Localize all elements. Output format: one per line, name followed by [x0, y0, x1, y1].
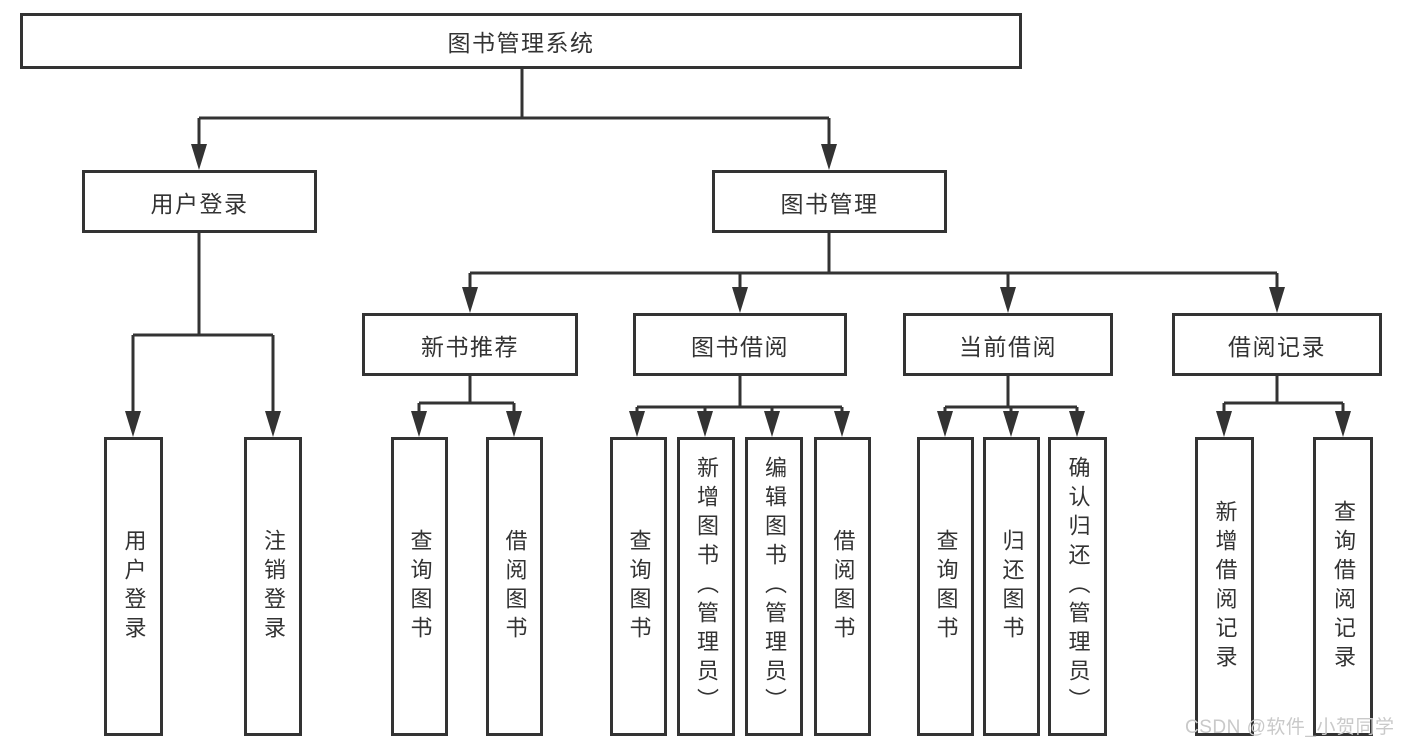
leaf-borrow-borrow-books: 借阅图书: [814, 437, 871, 736]
node-current-borrowing: 当前借阅: [903, 313, 1113, 376]
leaf-records-query-record: 查询借阅记录: [1313, 437, 1373, 736]
leaf-borrow-edit-books-admin: 编辑图书（管理员）: [745, 437, 803, 736]
node-borrowing-records: 借阅记录: [1172, 313, 1382, 376]
leaf-current-confirm-return-admin: 确认归还（管理员）: [1048, 437, 1107, 736]
leaf-newbook-borrow-books: 借阅图书: [486, 437, 543, 736]
leaf-borrow-add-books-admin: 新增图书（管理员）: [677, 437, 735, 736]
leaf-records-add-record: 新增借阅记录: [1195, 437, 1254, 736]
node-library-management-system: 图书管理系统: [20, 13, 1022, 69]
node-new-book-recommend: 新书推荐: [362, 313, 578, 376]
node-book-management: 图书管理: [712, 170, 947, 233]
csdn-watermark: CSDN @软件_小贺同学: [1185, 717, 1395, 738]
leaf-user-login: 用户登录: [104, 437, 163, 736]
leaf-borrow-query-books: 查询图书: [610, 437, 667, 736]
arrowheads: [125, 144, 1351, 437]
node-user-login: 用户登录: [82, 170, 317, 233]
leaf-current-return-books: 归还图书: [983, 437, 1040, 736]
leaf-logout: 注销登录: [244, 437, 302, 736]
node-book-borrowing: 图书借阅: [633, 313, 847, 376]
leaf-newbook-query-books: 查询图书: [391, 437, 448, 736]
leaf-current-query-books: 查询图书: [917, 437, 974, 736]
